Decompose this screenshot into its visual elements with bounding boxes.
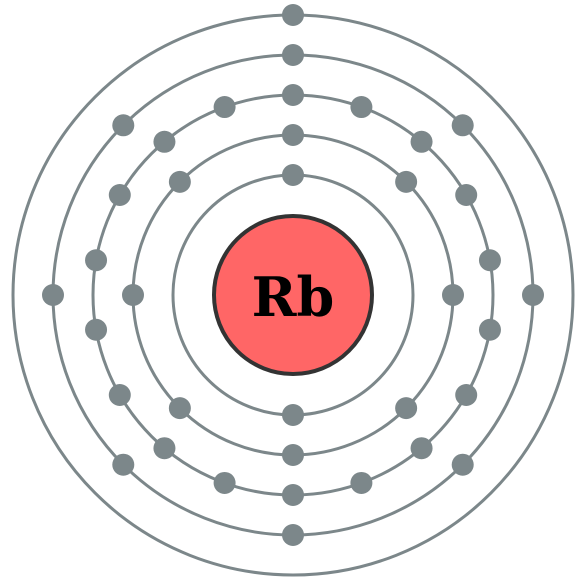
- electron-shell-2-7: [122, 284, 144, 306]
- electron-shell-3-1: [282, 84, 304, 106]
- electron-shell-4-4: [451, 453, 474, 476]
- electron-shell-3-15: [85, 249, 108, 272]
- electron-shell-3-18: [213, 96, 236, 119]
- electrons: [42, 4, 544, 546]
- electron-shell-4-7: [42, 284, 64, 306]
- electron-shell-2-1: [282, 124, 304, 146]
- electron-shell-2-5: [282, 444, 304, 466]
- electron-shell-3-12: [153, 437, 176, 460]
- electron-shell-2-4: [395, 397, 418, 420]
- electron-shell-4-2: [451, 114, 474, 137]
- electron-shell-2-6: [168, 397, 191, 420]
- electron-shell-5-1: [282, 4, 304, 26]
- electron-shell-4-6: [112, 453, 135, 476]
- nucleus: Rb: [212, 214, 374, 376]
- electron-shell-3-7: [455, 384, 478, 406]
- electron-shell-3-11: [213, 471, 236, 494]
- electron-shell-3-5: [478, 249, 501, 272]
- electron-shell-3-16: [108, 184, 131, 206]
- electron-shell-3-13: [108, 384, 131, 406]
- electron-shell-3-6: [478, 318, 501, 341]
- electron-shell-3-9: [350, 471, 373, 494]
- electron-shell-1-2: [282, 404, 304, 426]
- electron-shell-3-17: [153, 130, 176, 153]
- electron-shell-2-2: [395, 170, 418, 193]
- electron-shell-3-2: [350, 96, 373, 119]
- electron-shell-2-3: [442, 284, 464, 306]
- electron-shell-2-8: [168, 170, 191, 193]
- electron-shell-3-3: [410, 130, 433, 153]
- electron-shell-4-8: [112, 114, 135, 137]
- electron-shell-3-14: [85, 318, 108, 341]
- element-symbol: Rb: [252, 265, 335, 329]
- electron-shell-3-10: [282, 484, 304, 506]
- electron-shell-3-4: [455, 184, 478, 206]
- nucleus-circle: [212, 214, 374, 376]
- electron-shell-3-8: [410, 437, 433, 460]
- electron-shell-4-3: [522, 284, 544, 306]
- electron-shell-4-5: [282, 524, 304, 546]
- electron-shell-1-1: [282, 164, 304, 186]
- electron-shell-4-1: [282, 44, 304, 66]
